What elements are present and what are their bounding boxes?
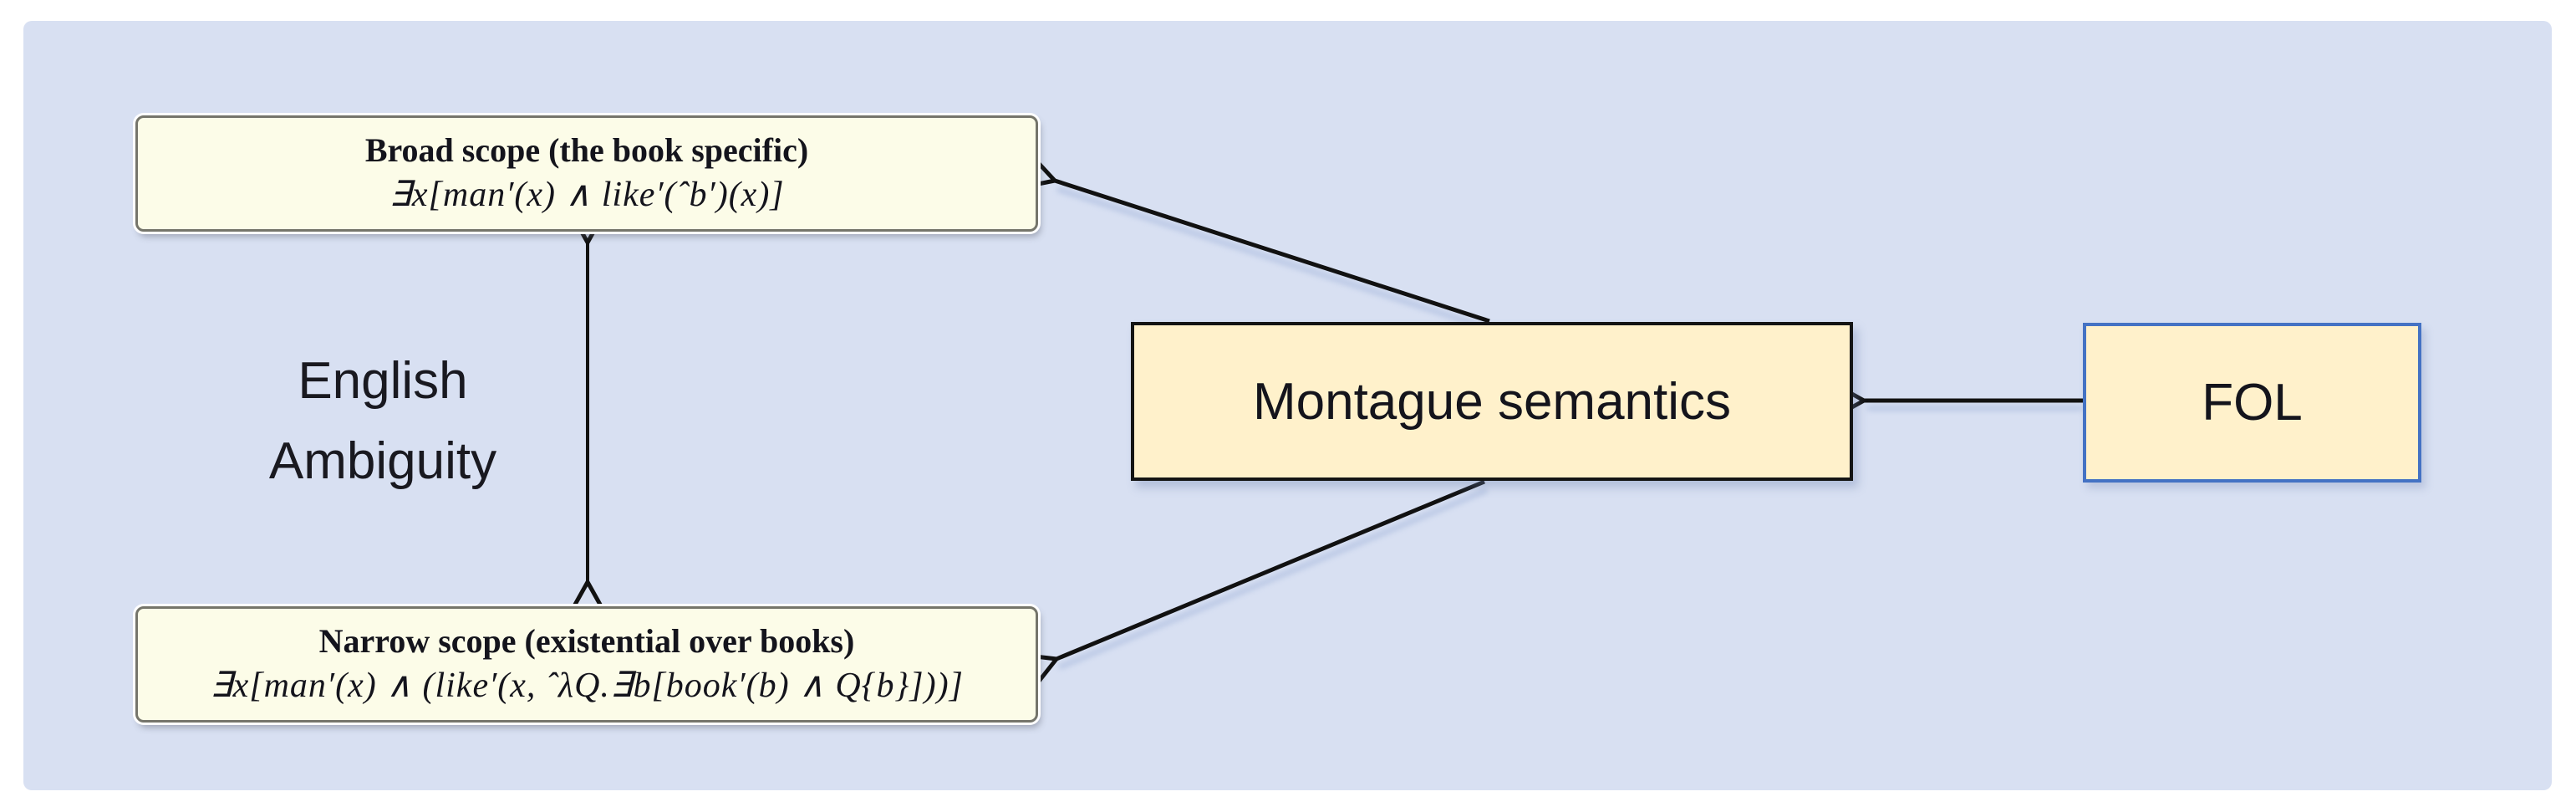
english-ambiguity-line2: Ambiguity	[268, 432, 497, 490]
fol-box-label: FOL	[2202, 374, 2303, 432]
montague-box: Montague semantics	[1131, 322, 1853, 481]
broad-scope-formula: ∃x[man′(x) ∧ like′(ˆb′)(x)]	[389, 176, 785, 215]
montague-box-label: Montague semantics	[1252, 372, 1732, 431]
narrow-scope-formula: ∃x[man′(x) ∧ (like′(x, ˆλQ.∃b[book′(b) ∧…	[210, 666, 964, 706]
narrow-scope-box: Narrow scope (existential over books) ∃x…	[135, 606, 1038, 723]
english-ambiguity-label: English Ambiguity	[182, 341, 583, 502]
narrow-scope-title: Narrow scope (existential over books)	[318, 622, 855, 661]
broad-scope-title: Broad scope (the book specific)	[364, 131, 809, 170]
fol-box: FOL	[2083, 323, 2421, 483]
broad-scope-box: Broad scope (the book specific) ∃x[man′(…	[135, 115, 1038, 232]
english-ambiguity-line1: English	[298, 352, 468, 410]
